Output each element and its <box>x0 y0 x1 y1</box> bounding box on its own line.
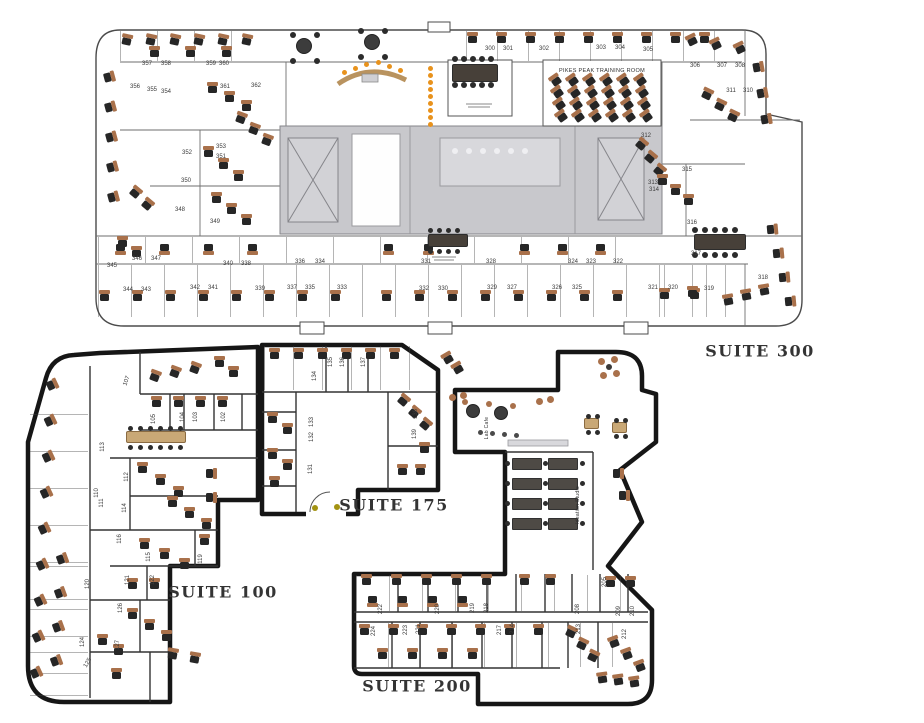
suite-100-outline <box>25 344 261 705</box>
suite-100-interior-walls <box>89 352 258 702</box>
building-core <box>279 125 663 235</box>
tiny-illegible-label <box>432 103 492 261</box>
suite-100-plan <box>25 344 261 705</box>
bay-bump <box>299 321 325 335</box>
suite-175-outline <box>259 342 441 517</box>
elevator-lobby <box>351 133 401 227</box>
suite-175-entry-gap <box>306 508 346 518</box>
suite-175-plan <box>259 342 441 518</box>
suite-300-corridor-walls <box>96 30 802 326</box>
suite-200-interior-walls <box>354 451 648 669</box>
bay-bump <box>427 21 451 33</box>
reception-desk <box>336 69 408 87</box>
suite-200-outline <box>351 349 659 707</box>
bay-bump <box>623 321 649 335</box>
suite-300-plan <box>95 21 803 335</box>
cafe-counter <box>507 439 569 447</box>
reception-counter <box>361 73 379 83</box>
boardroom-outline <box>447 59 513 117</box>
training-room-outline <box>542 59 662 127</box>
entry-door-arc <box>309 491 331 513</box>
suite-200-plan <box>351 349 659 707</box>
bay-bump <box>427 321 453 335</box>
restrooms <box>439 137 561 187</box>
